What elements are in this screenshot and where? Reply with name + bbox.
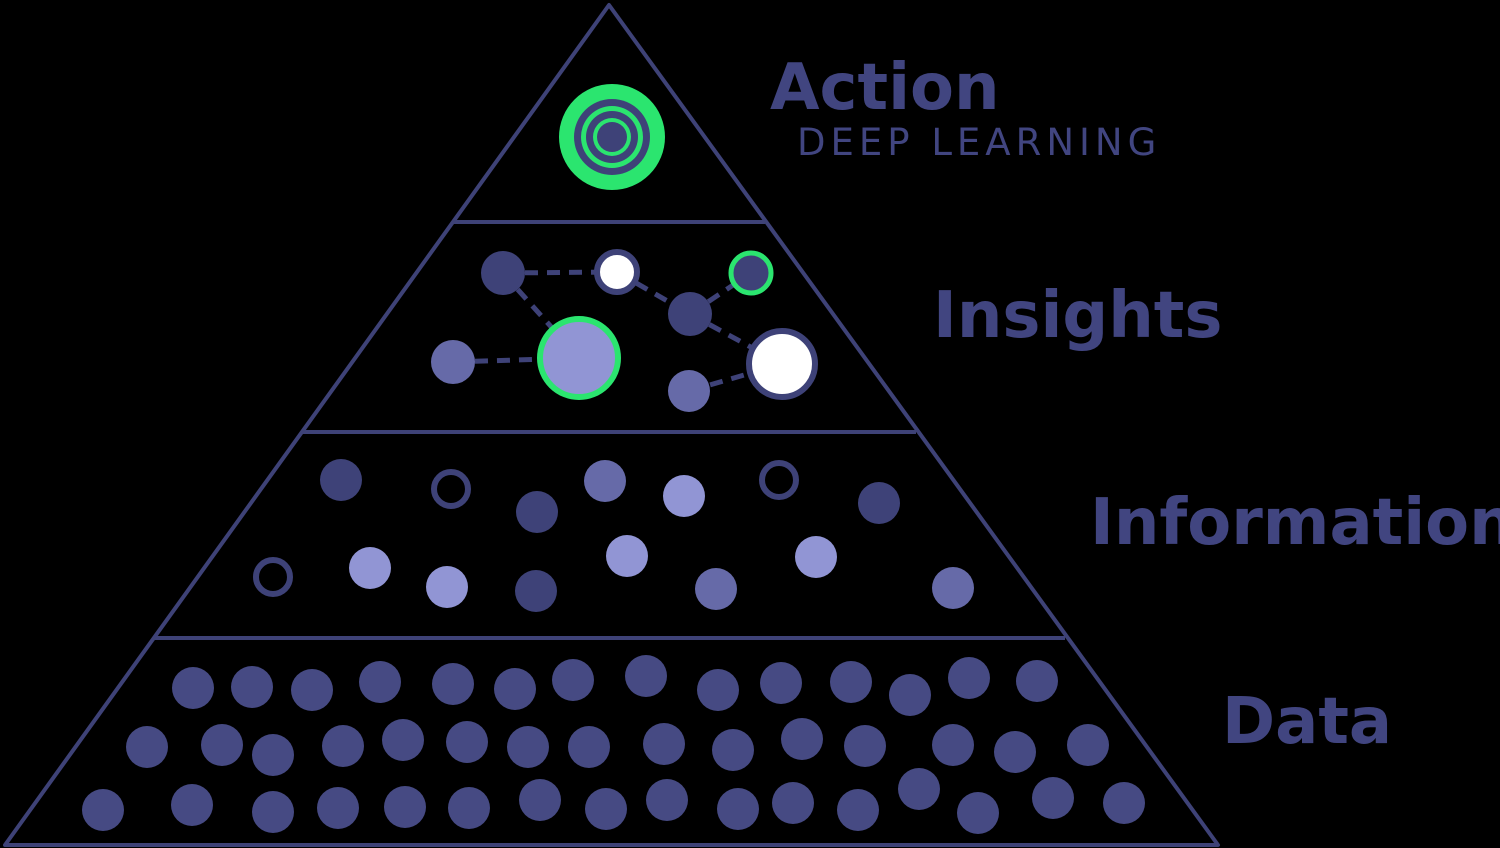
information-dot-13 [695, 568, 737, 610]
insights-node-3 [728, 250, 774, 296]
insights-node-5 [537, 316, 621, 400]
data-dot-21 [507, 726, 549, 768]
data-dot-42 [898, 768, 940, 810]
information-dot-4 [584, 460, 626, 502]
data-dot-6 [494, 668, 536, 710]
information-dot-14 [795, 536, 837, 578]
data-dot-28 [994, 731, 1036, 773]
information-label: Information [1090, 486, 1500, 560]
information-dot-15 [932, 567, 974, 609]
information-dot-10 [426, 566, 468, 608]
data-dot-7 [552, 659, 594, 701]
information-dot-9 [349, 547, 391, 589]
data-dot-22 [568, 726, 610, 768]
data-dot-35 [448, 787, 490, 829]
data-dot-44 [1032, 777, 1074, 819]
pyramid-outline [3, 3, 1220, 847]
data-dot-14 [1016, 660, 1058, 702]
data-dot-5 [432, 663, 474, 705]
data-dot-4 [359, 661, 401, 703]
data-dot-34 [384, 786, 426, 828]
action-sublabel-deep-learning: DEEP LEARNING [797, 121, 1162, 164]
data-dot-43 [957, 792, 999, 834]
insights-link-7 [688, 361, 783, 394]
insights-link-5 [688, 311, 784, 367]
data-dot-12 [889, 674, 931, 716]
data-dot-36 [519, 779, 561, 821]
data-dot-23 [643, 723, 685, 765]
data-dot-45 [1103, 782, 1145, 824]
data-dot-2 [231, 666, 273, 708]
data-dot-24 [712, 729, 754, 771]
data-dot-32 [252, 791, 294, 833]
data-dot-16 [201, 724, 243, 766]
data-dot-11 [830, 661, 872, 703]
data-dot-41 [837, 789, 879, 831]
information-ring-dot-6 [759, 460, 799, 500]
data-dot-15 [126, 726, 168, 768]
data-dot-39 [717, 788, 759, 830]
data-dot-33 [317, 787, 359, 829]
data-dot-27 [932, 724, 974, 766]
data-dot-10 [760, 662, 802, 704]
data-dot-37 [585, 788, 627, 830]
insights-node-4 [668, 292, 712, 336]
information-ring-dot-8 [253, 557, 293, 597]
information-dot-11 [515, 570, 557, 612]
information-dot-12 [606, 535, 648, 577]
data-dot-3 [291, 669, 333, 711]
information-dot-3 [516, 491, 558, 533]
insights-node-7 [668, 370, 710, 412]
data-dot-8 [625, 655, 667, 697]
data-dot-40 [772, 782, 814, 824]
insights-node-6 [431, 340, 475, 384]
action-label: Action [770, 51, 1000, 125]
insights-node-1 [481, 251, 525, 295]
information-dot-5 [663, 475, 705, 517]
data-dot-17 [252, 734, 294, 776]
action-target-icon-ring-6 [597, 122, 627, 152]
insights-node-2 [594, 249, 640, 295]
data-dot-20 [446, 721, 488, 763]
data-dot-29 [1067, 724, 1109, 766]
data-dot-19 [382, 719, 424, 761]
data-dot-38 [646, 779, 688, 821]
data-dot-9 [697, 669, 739, 711]
data-dot-31 [171, 784, 213, 826]
data-dot-13 [948, 657, 990, 699]
data-label: Data [1222, 685, 1393, 759]
insights-label: Insights [933, 279, 1223, 353]
data-dot-25 [781, 718, 823, 760]
data-dot-26 [844, 725, 886, 767]
information-dot-1 [320, 459, 362, 501]
insights-node-8 [746, 328, 818, 400]
information-ring-dot-2 [431, 469, 471, 509]
information-dot-7 [858, 482, 900, 524]
data-dot-30 [82, 789, 124, 831]
data-dot-1 [172, 667, 214, 709]
data-dot-18 [322, 725, 364, 767]
